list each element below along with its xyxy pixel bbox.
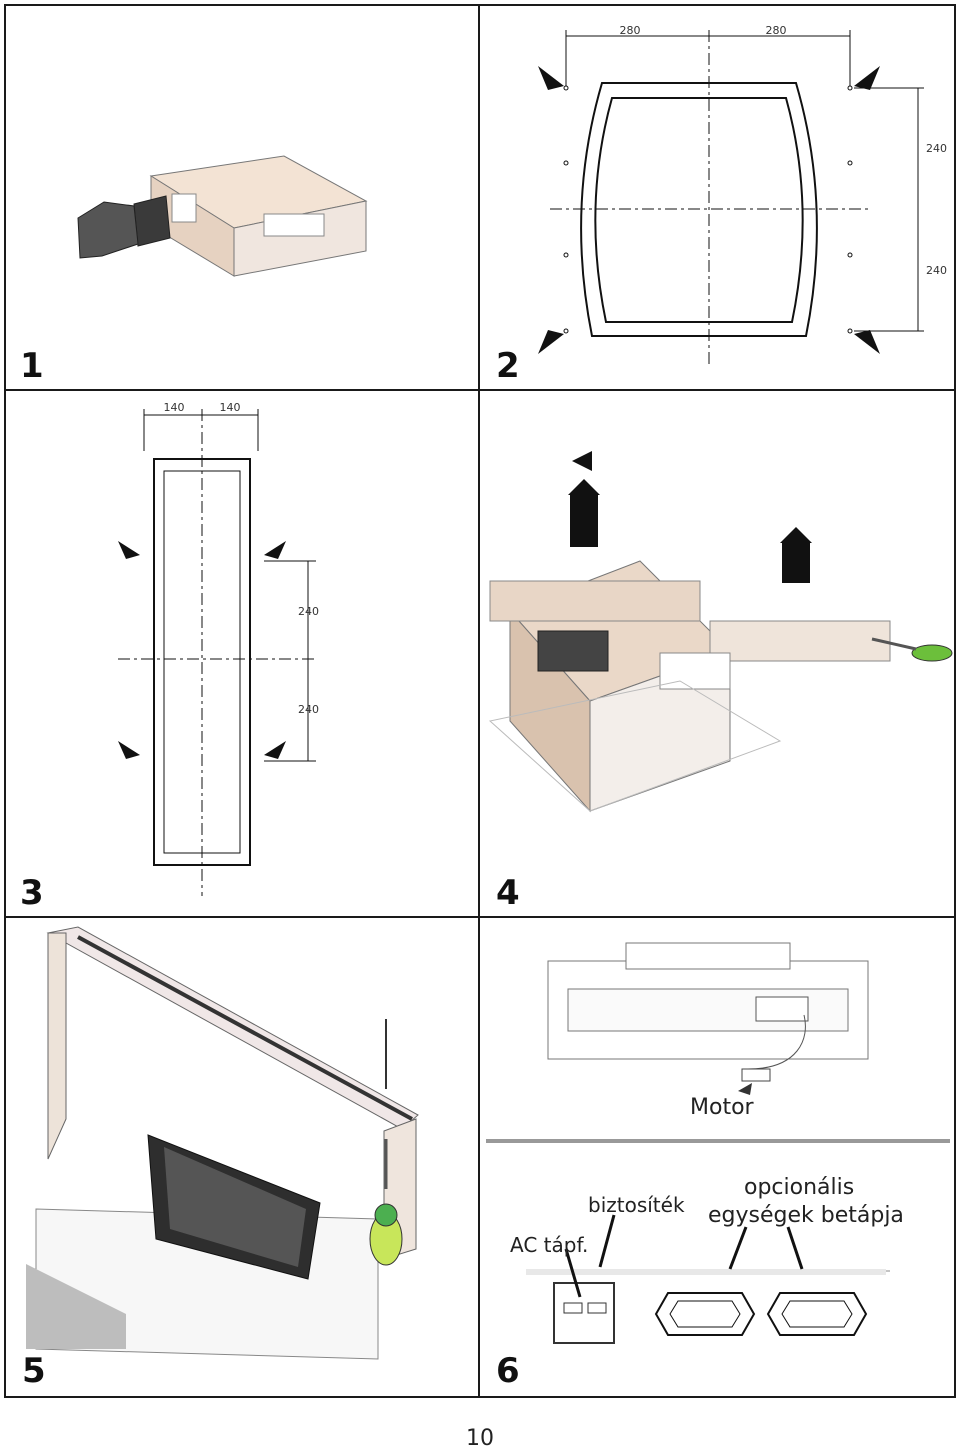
panel-3: 140 140 240 240 3 (6, 391, 478, 916)
electrical-connection-illustration (486, 942, 950, 1344)
panel-number: 1 (20, 346, 44, 386)
panel-2: 280 280 240 240 2 (480, 6, 955, 389)
optional-units-label-line1: opcionális (744, 1175, 855, 1200)
hood-lift-illustration (488, 451, 953, 813)
panel-number: 3 (20, 873, 44, 913)
page-number: 10 (466, 1426, 494, 1451)
panel-number: 4 (496, 873, 520, 913)
panel-number: 6 (496, 1351, 520, 1391)
frame-assembly-illustration (26, 926, 419, 1360)
panel-number: 2 (496, 346, 520, 386)
narrow-template-drawing (118, 409, 316, 896)
motor-label: Motor (690, 1095, 754, 1120)
fuse-label: biztosíték (588, 1193, 685, 1217)
optional-units-label-line2: egységek betápja (708, 1203, 904, 1228)
ac-power-label: AC tápf. (510, 1233, 589, 1257)
panel-5: 5 (6, 919, 478, 1396)
mounting-template-drawing (538, 30, 924, 366)
panel-number: 5 (22, 1351, 46, 1391)
panel-4: 4 (480, 391, 955, 916)
panel-6: Motor biztosíték AC tápf. opcionális egy… (480, 919, 955, 1396)
panel-1: 1 (6, 6, 478, 389)
hood-unit-illustration (77, 155, 368, 277)
